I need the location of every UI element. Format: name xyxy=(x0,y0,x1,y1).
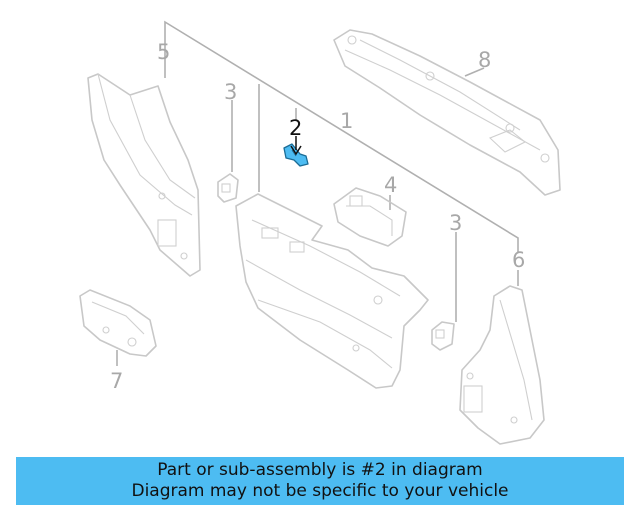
callout-8: 8 xyxy=(478,48,491,72)
part-7-bracket xyxy=(79,289,157,357)
callout-2: 2 xyxy=(289,116,302,140)
banner-line-2: Diagram may not be specific to your vehi… xyxy=(131,481,509,501)
part-6-side-panel xyxy=(459,285,545,445)
callout-4: 4 xyxy=(384,173,397,197)
callout-3-left: 3 xyxy=(224,80,237,104)
part-1-dash-panel xyxy=(235,193,429,389)
part-2-clip-highlighted xyxy=(283,136,309,167)
callout-3-right: 3 xyxy=(449,211,462,235)
part-4-reinforcement xyxy=(333,187,407,247)
part-8-cross-member xyxy=(333,29,561,196)
part-3-bracket-right xyxy=(431,321,455,351)
callout-1: 1 xyxy=(340,109,353,133)
callout-7: 7 xyxy=(110,369,123,393)
part-3-bracket-left xyxy=(217,173,239,203)
callout-6: 6 xyxy=(512,248,525,272)
part-5-side-panel xyxy=(87,73,201,277)
info-banner: Part or sub-assembly is #2 in diagram Di… xyxy=(16,457,624,505)
callout-5: 5 xyxy=(157,40,170,64)
banner-line-1: Part or sub-assembly is #2 in diagram xyxy=(157,460,483,480)
leader-lines xyxy=(116,20,519,366)
parts-diagram: 1 2 3 3 4 5 6 7 8 xyxy=(79,20,561,445)
